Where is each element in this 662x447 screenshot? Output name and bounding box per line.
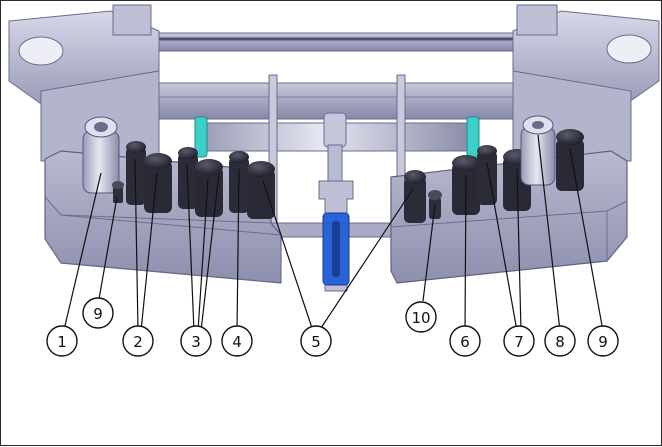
leader-5a: [262, 180, 314, 332]
component-5-right: [404, 170, 426, 223]
leader-9-left: [98, 196, 118, 300]
svg-text:3: 3: [191, 333, 201, 351]
callout-2: 2: [122, 325, 154, 357]
callout-1: 1: [46, 325, 78, 357]
component-1: [82, 116, 120, 194]
callout-4: 4: [221, 325, 253, 357]
leader-2b: [140, 172, 158, 332]
hanger-arm: [327, 144, 343, 184]
svg-text:7: 7: [514, 333, 524, 351]
teal-clamps: [194, 116, 480, 158]
component-10: [428, 190, 442, 219]
callout-6: 6: [449, 325, 481, 357]
leader-6: [464, 174, 467, 331]
leader-3b: [197, 178, 209, 332]
svg-text:2: 2: [133, 333, 143, 351]
top-beam: [120, 32, 547, 52]
svg-text:9: 9: [598, 333, 608, 351]
leader-4: [236, 168, 240, 332]
components: [82, 115, 584, 223]
svg-text:8: 8: [555, 333, 565, 351]
hanger-top: [323, 112, 347, 148]
svg-text:10: 10: [411, 309, 430, 327]
callout-8: 8: [544, 325, 576, 357]
svg-text:1: 1: [57, 333, 67, 351]
leader-10: [422, 204, 436, 302]
component-8: [520, 115, 556, 186]
callout-3: 3: [180, 325, 212, 357]
center-hanger: [318, 112, 354, 292]
callout-10: 10: [405, 301, 437, 333]
blue-link-slot: [332, 221, 340, 277]
component-9-left: [112, 181, 124, 203]
left-bracket-hole: [18, 36, 64, 66]
leader-7a: [486, 162, 518, 332]
leader-8: [537, 134, 561, 332]
callout-5: 5: [300, 325, 332, 357]
callout-9-left: 9: [82, 297, 114, 329]
callout-9-right: 9: [587, 325, 619, 357]
component-2: [126, 141, 172, 213]
component-5-left: [247, 161, 275, 219]
right-upright: [516, 4, 558, 36]
leader-2a: [134, 158, 139, 332]
leader-lines: [63, 134, 604, 332]
callout-7: 7: [503, 325, 535, 357]
leader-9-right: [569, 148, 604, 332]
component-9-right: [556, 129, 584, 191]
leader-7b: [516, 168, 522, 332]
svg-text:4: 4: [232, 333, 242, 351]
leader-3a: [186, 164, 195, 332]
svg-text:5: 5: [311, 333, 321, 351]
left-teal-clamp: [194, 116, 208, 158]
svg-text:9: 9: [93, 305, 103, 323]
leader-5b: [318, 188, 414, 332]
leader-3c: [200, 172, 220, 332]
right-bracket-hole: [606, 34, 652, 64]
leader-1: [63, 172, 102, 331]
left-upright: [112, 4, 152, 36]
callouts: 1 9 2 3 4 5 10 6: [46, 297, 619, 357]
frame-structure: [8, 4, 660, 238]
svg-text:6: 6: [460, 333, 470, 351]
